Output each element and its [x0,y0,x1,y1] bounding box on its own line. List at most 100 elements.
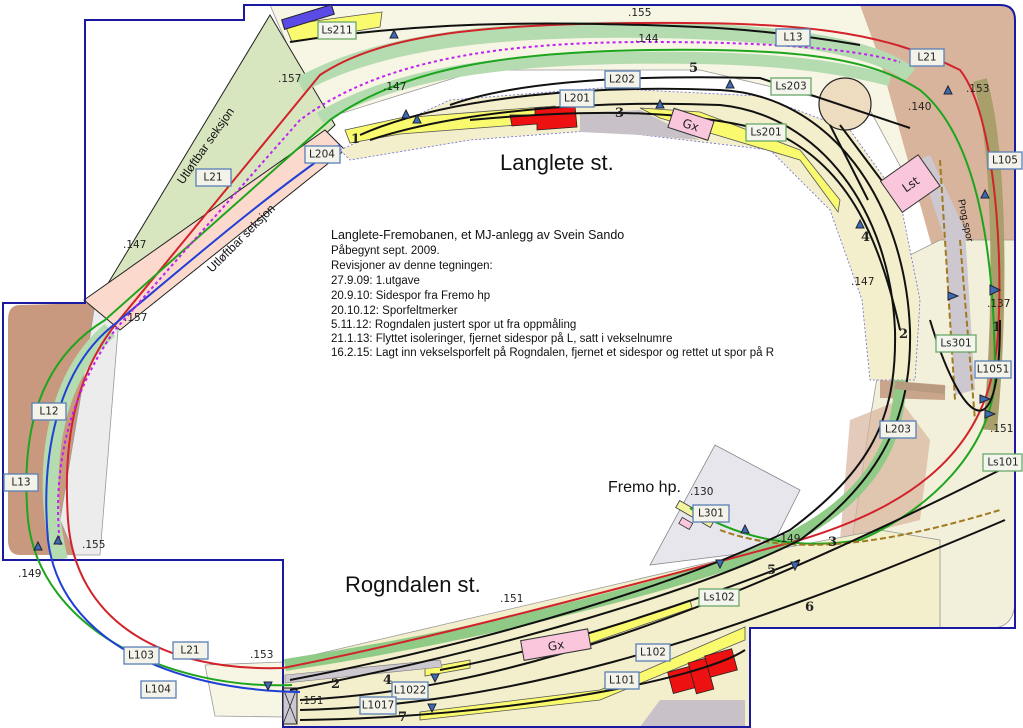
track [289,87,912,691]
section-label: Ls201 [745,123,787,142]
elevation: .130 [690,486,713,498]
section-label: L1017 [359,696,397,715]
elevation: .137 [987,298,1010,310]
elevation: .149 [777,533,800,545]
svg-text:L104: L104 [145,684,171,696]
signal-icon [655,98,665,109]
elevation: .147 [851,276,874,288]
switch-number: 1 [351,132,360,147]
switch-number: 1 [992,320,1001,335]
svg-text:Ls201: Ls201 [750,127,781,139]
section-label: L201 [559,89,595,108]
switch-number: 6 [805,600,814,615]
switch-number: 2 [331,677,340,692]
switch-number: 5 [689,61,698,76]
track [829,124,886,201]
signal-icon [984,409,997,419]
svg-text:L21: L21 [917,52,936,64]
svg-text:Ls203: Ls203 [775,81,806,93]
section-label: Ls203 [770,77,812,96]
elevation: .147 [123,239,146,251]
svg-text:L102: L102 [640,647,666,659]
rogndalen-left-board [204,661,284,718]
shed [281,3,335,31]
switch-number: 3 [615,106,624,121]
section-label: L21 [195,168,232,187]
svg-text:L1051: L1051 [977,364,1010,376]
svg-text:Ls211: Ls211 [321,25,352,37]
elevation: .147 [383,81,406,93]
elevation: .151 [300,695,323,707]
elevation: .140 [908,101,931,113]
section-label: L202 [604,70,641,89]
section-label: Ls211 [317,21,357,40]
track [439,559,801,671]
elevation: .157 [278,73,301,85]
brown-dashed-line [719,159,1001,546]
section-label: L1051 [974,360,1012,379]
elevation: .151 [990,423,1013,435]
revision-item: 20.9.10: Sidespor fra Fremo hp [331,290,490,302]
signal-icon [53,534,63,545]
switch-number: 4 [383,673,392,688]
building-labels: Gx Lst Gx [520,107,941,661]
section-label: L13 [3,473,39,492]
section-label: L103 [123,646,160,665]
green-line-l13 [25,48,997,687]
elevation: .157 [124,312,147,324]
switch-number: 5 [767,563,776,578]
elevation: .144 [635,33,659,45]
room-border [2,4,1016,728]
fremo-hp-title: Fremo hp. [608,479,681,496]
langlete-gray-area [580,110,700,140]
revision-item: 20.10.12: Sporfeltmerker [331,305,458,317]
signal-icon [989,284,1002,296]
signal-icon [740,523,750,534]
svg-text:L1017: L1017 [362,700,395,712]
signal-icon [979,394,992,404]
signal-icon [430,673,440,684]
svg-text:L202: L202 [609,74,635,86]
bridge-cross-icon [282,687,298,725]
signal-icon [980,188,990,199]
section-label: L203 [879,420,917,439]
section-label: L101 [604,671,640,690]
signal-icon [855,218,865,229]
platform [419,626,746,721]
section-label: L21 [172,641,209,660]
track [299,469,1001,701]
goods-shed-label: Gx [547,637,566,654]
section-label: L105 [987,151,1023,170]
svg-text:Ls101: Ls101 [987,457,1018,469]
svg-text:L103: L103 [128,650,154,662]
structures [281,3,872,725]
switch-number: 3 [828,535,837,550]
signal-icon [427,703,437,714]
track [449,76,911,129]
goods-shed-langlete: Gx [667,107,715,141]
rogndalen-station-title: Rogndalen st. [345,572,481,597]
signal-icon [401,108,411,119]
section-label: L301 [692,504,730,523]
langlete-station-title: Langlete st. [500,150,614,175]
grade-crossing-road [894,381,946,394]
signal-icon [715,559,725,570]
svg-text:L203: L203 [885,424,911,436]
section-label: L1022 [391,681,429,700]
track [289,22,861,46]
signal-icon [33,540,43,551]
section-label: Ls101 [982,453,1023,472]
station-building [509,105,578,131]
svg-text:L21: L21 [180,645,199,657]
info-heading: Langlete-Fremobanen, et MJ-anlegg av Sve… [331,228,624,242]
info-revisions-title: Revisjoner av denne tegningen: [331,260,493,272]
track [299,649,746,721]
section-labels: Ls211 L13 L21 L202 Ls203 L201 Ls201 L204… [3,21,1023,715]
goods-shed-rogndalen: Gx [520,628,592,661]
turntable [818,77,872,131]
goods-shed-label: Gx [681,116,701,134]
svg-text:L105: L105 [992,155,1018,167]
elevation: .149 [18,568,41,580]
section-label: L12 [31,402,67,421]
